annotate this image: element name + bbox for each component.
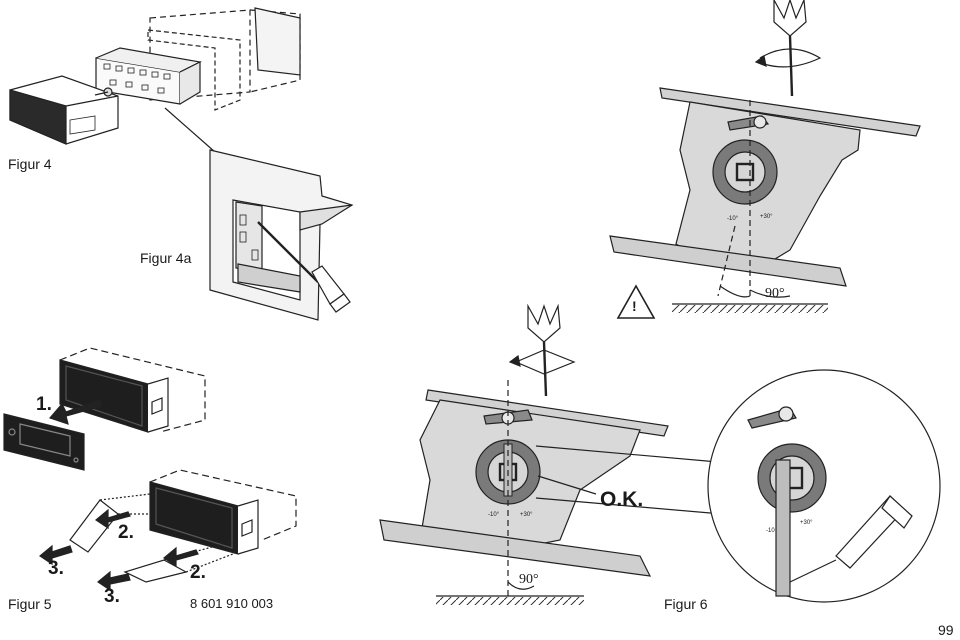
warning-triangle-icon: [616, 284, 656, 319]
scale-tick-zoom-left: -10: [766, 528, 775, 534]
allen-key-icon: [835, 495, 913, 569]
scale-tick-zoom-right: +30°: [800, 520, 813, 526]
ok-label: O.K.: [600, 488, 644, 511]
figure-6-caption: Figur 6: [664, 596, 708, 612]
scale-tick-top-right: +30°: [760, 214, 773, 220]
page-number: 99: [938, 622, 954, 638]
part-number: 8 601 910 003: [190, 596, 274, 611]
figure-5-drawing: [3, 347, 297, 592]
step-3-label-top: 3.: [48, 558, 64, 579]
warning-mark: !: [632, 298, 637, 314]
figure-4a-drawing: [209, 149, 354, 321]
scale-tick-bottom-left: -10°: [488, 512, 500, 518]
angle-label-bottom: 90°: [519, 572, 539, 587]
step-3-label-bottom: 3.: [104, 586, 120, 607]
figure-5-caption: Figur 5: [8, 596, 52, 612]
figure-6-bottom-drawing: [379, 303, 723, 605]
figure-4a-caption: Figur 4a: [140, 250, 192, 266]
figure-4-caption: Figur 4: [8, 156, 52, 172]
scale-tick-bottom-right: +30°: [520, 512, 533, 518]
step-2-label-top: 2.: [118, 522, 134, 543]
step-1-label: 1.: [36, 394, 52, 415]
figure-6-top-drawing: [609, 0, 921, 313]
step-2-label-bottom: 2.: [190, 562, 206, 583]
figure-4-drawing: [9, 7, 301, 153]
angle-label-top: 90°: [765, 286, 785, 301]
scale-tick-top-left: -10°: [727, 216, 739, 222]
figure-6-zoom-detail: [707, 369, 941, 603]
